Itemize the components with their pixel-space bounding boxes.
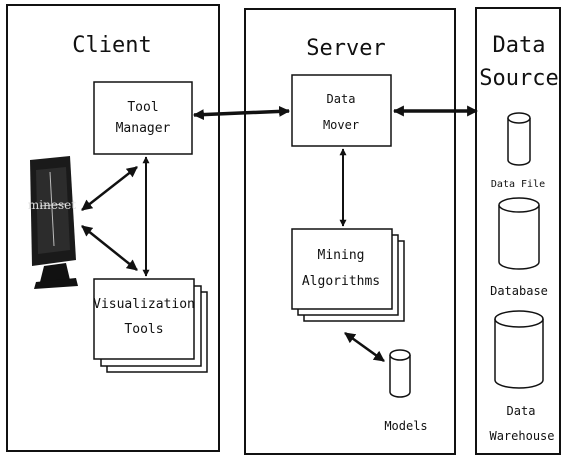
- arrow-monitor-visualization-tools: [81, 225, 138, 271]
- mining-algorithms-label-line1: Mining: [318, 248, 365, 263]
- data-mover-label-line2: Mover: [323, 118, 359, 132]
- visualization-tools-label-line1: Visualization: [93, 297, 195, 312]
- arrow-tool-manager-data-mover: [192, 105, 291, 121]
- monitor-icon: [30, 156, 78, 289]
- mining-algorithms-label-line2: Algorithms: [302, 274, 380, 289]
- server-panel: [244, 8, 456, 455]
- arrow-mining-algorithms-models: [344, 331, 385, 363]
- server-title: Server: [306, 36, 385, 61]
- models-label: Models: [384, 419, 427, 433]
- database-label: Database: [490, 284, 548, 298]
- client-panel: [6, 4, 220, 452]
- mining-algorithms-stack: [291, 228, 405, 322]
- data-warehouse-label-line2: Warehouse: [489, 429, 554, 443]
- visualization-tools-stack: [93, 278, 208, 373]
- tool-manager-label-line1: Tool: [127, 100, 158, 115]
- visualization-tools-label-line2: Tools: [124, 322, 163, 337]
- models-cylinder-icon: [389, 349, 411, 398]
- tool-manager-box: [93, 81, 193, 155]
- data-mover-label-line1: Data: [327, 92, 356, 106]
- data-source-panel: [475, 7, 561, 455]
- data-source-title-line1: Data: [493, 33, 546, 58]
- data-mover-box: [291, 74, 392, 147]
- tool-manager-label-line2: Manager: [116, 121, 171, 136]
- mining-algorithms-box: [291, 228, 393, 310]
- data-file-cylinder-icon: [507, 112, 531, 166]
- client-title: Client: [72, 33, 151, 58]
- data-warehouse-cylinder-icon: [494, 310, 544, 389]
- visualization-tools-box: [93, 278, 195, 360]
- data-source-title-line2: Source: [479, 66, 558, 91]
- arrow-monitor-tool-manager: [81, 166, 138, 211]
- data-warehouse-label-line1: Data: [507, 404, 536, 418]
- mineset-logo-text: mineset: [28, 198, 76, 212]
- database-cylinder-icon: [498, 197, 540, 270]
- data-file-label: Data File: [491, 179, 545, 190]
